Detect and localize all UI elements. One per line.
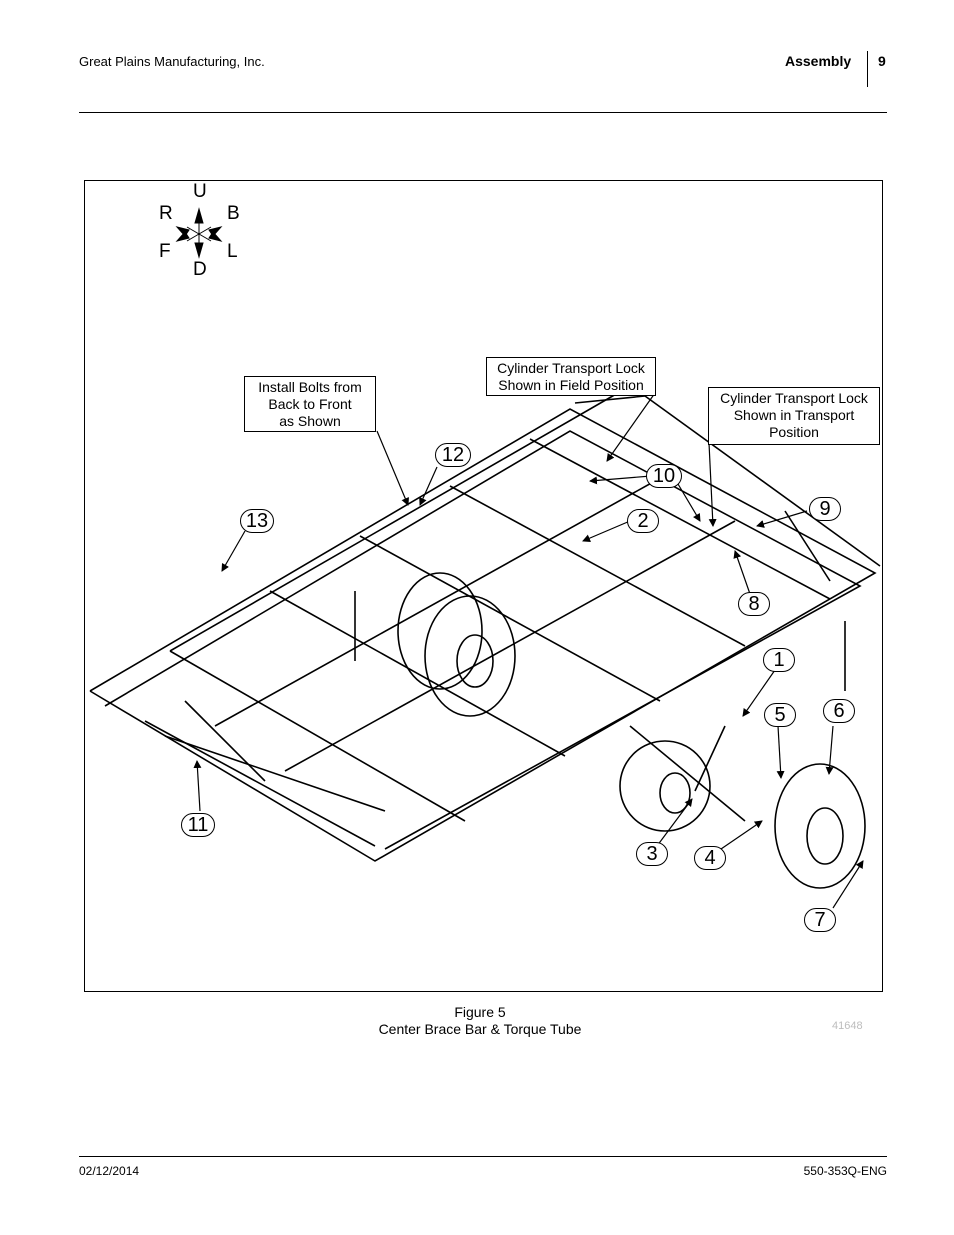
figure-caption: Figure 5 Center Brace Bar & Torque Tube (330, 1004, 630, 1038)
figure-frame: U R B F L D Install Bolts from Back to F… (84, 180, 883, 992)
figure-id: 41648 (832, 1020, 863, 1032)
item-number-5: 5 (764, 703, 796, 727)
wheels (354, 572, 866, 889)
header-rule (79, 112, 887, 113)
item-number-6: 6 (823, 699, 855, 723)
compass-back-label: B (227, 203, 240, 224)
lock-field-note: Cylinder Transport Lock Shown in Field P… (486, 357, 656, 396)
item-number-12: 12 (435, 443, 471, 467)
item-number-2: 2 (627, 509, 659, 533)
header-separator (867, 51, 868, 87)
item-number-7: 7 (804, 908, 836, 932)
install-bolts-note: Install Bolts from Back to Front as Show… (244, 376, 376, 432)
compass-left-label: L (227, 241, 238, 262)
item-number-11: 11 (181, 813, 215, 837)
lock-transport-note: Cylinder Transport Lock Shown in Transpo… (708, 387, 880, 445)
item-number-8: 8 (738, 592, 770, 616)
item-number-10: 10 (646, 464, 682, 488)
compass-right-label: R (159, 203, 173, 224)
footer-date: 02/12/2014 (79, 1164, 140, 1178)
compass-up-label: U (193, 181, 207, 202)
figure-number: Figure 5 (454, 1004, 506, 1020)
item-number-1: 1 (763, 648, 795, 672)
compass-front-label: F (159, 241, 171, 262)
footer-doc-number: 550-353Q-ENG (803, 1164, 887, 1178)
figure-title: Center Brace Bar & Torque Tube (378, 1021, 582, 1037)
item-number-4: 4 (694, 846, 726, 870)
compass-icon (175, 207, 223, 259)
item-number-13: 13 (240, 509, 274, 533)
implement-frame (89, 385, 881, 862)
compass-down-label: D (193, 259, 207, 280)
assembly-drawing (89, 207, 881, 909)
leader-lines (193, 392, 864, 909)
item-number-9: 9 (809, 497, 841, 521)
footer-rule (79, 1156, 887, 1157)
page-number: 9 (878, 53, 886, 69)
company-name: Great Plains Manufacturing, Inc. (79, 54, 265, 69)
item-number-3: 3 (636, 842, 668, 866)
section-title: Assembly (785, 53, 852, 69)
